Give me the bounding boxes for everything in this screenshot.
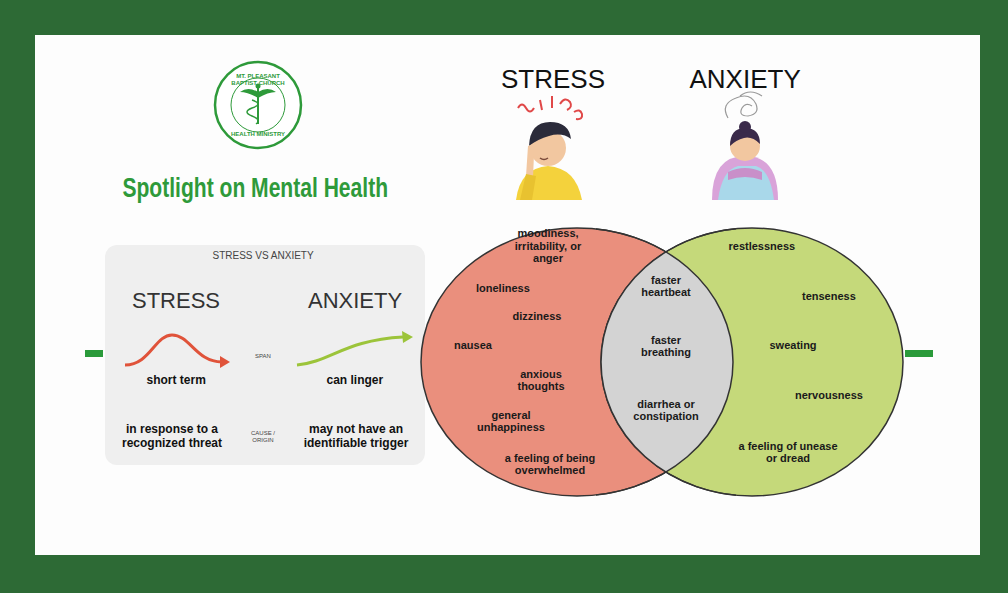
- node-text: dizziness: [513, 310, 562, 323]
- node-text: loneliness: [476, 282, 530, 295]
- node-text: diarrhea or constipation: [626, 398, 706, 423]
- anxious-person: [712, 92, 778, 200]
- node-text: moodiness, irritability, or anger: [511, 227, 586, 265]
- circle-heading: ANXIETY: [690, 65, 801, 95]
- node-text: HEALTH MINISTRY: [228, 131, 288, 138]
- node-text: MT. PLEASANT BAPTIST CHURCH: [228, 73, 288, 87]
- node-text: sweating: [770, 339, 817, 352]
- node-text: a feeling of unease or dread: [738, 440, 838, 465]
- venn-overlap: faster heartbeat faster breathing diarrhea…: [596, 227, 736, 497]
- node-text: faster breathing: [636, 334, 696, 359]
- circle-heading: STRESS: [501, 65, 605, 95]
- panel-label: can linger: [327, 374, 384, 388]
- node-text: tenseness: [802, 290, 856, 303]
- stressed-person: [516, 96, 582, 200]
- panel-label: in response to a recognized threat: [107, 423, 237, 451]
- page-title: Spotlight on Mental Health: [122, 173, 388, 204]
- node-text: nausea: [454, 339, 492, 352]
- panel-label: STRESS: [132, 288, 220, 313]
- panel-label: SPAN: [255, 353, 271, 360]
- node-text: nervousness: [795, 389, 863, 402]
- panel-label: ANXIETY: [308, 288, 402, 313]
- node-text: general unhappiness: [471, 409, 551, 434]
- node-text: a feeling of being overwhelmed: [490, 452, 610, 477]
- panel-label: may not have an identifiable trigger: [291, 423, 421, 451]
- node-text: faster heartbeat: [636, 274, 696, 299]
- node-text: anxious thoughts: [511, 368, 571, 393]
- panel-label: short term: [147, 374, 206, 388]
- logo-circle: MT. PLEASANT BAPTIST CHURCH HEALTH MINIST…: [213, 60, 303, 150]
- node-text: STRESS VS ANXIETY: [213, 250, 314, 262]
- node-shape: [596, 227, 736, 497]
- panel-label: CAUSE / ORIGIN: [248, 430, 278, 444]
- node-text: restlessness: [729, 240, 796, 253]
